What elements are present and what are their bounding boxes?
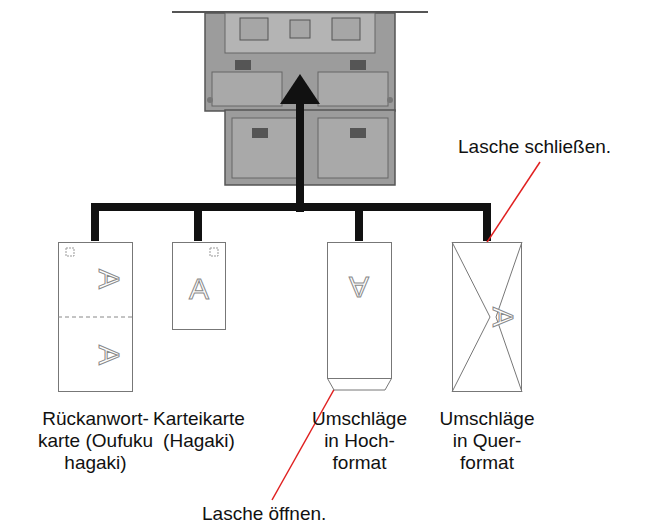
media-card: Karteikarte (Hagaki)A bbox=[172, 242, 226, 330]
callout-note: Lasche öffnen. bbox=[200, 503, 328, 525]
feed-arrow bbox=[91, 74, 491, 241]
media-card: Umschläge in Hoch-formatA bbox=[327, 242, 392, 390]
media-caption: Umschläge in Quer-format bbox=[433, 408, 541, 474]
media-caption: Karteikarte (Hagaki) bbox=[139, 408, 259, 452]
print-glyph: A bbox=[184, 274, 214, 304]
callout-note: Lasche schließen. bbox=[456, 136, 613, 158]
media-caption: Umschläge in Hoch-format bbox=[306, 408, 414, 474]
card-outline bbox=[58, 242, 133, 392]
card-outline bbox=[327, 242, 392, 390]
print-glyph: A bbox=[344, 272, 374, 302]
media-card: Rückanwort-karte (Oufuku hagaki)AA bbox=[58, 242, 133, 392]
print-glyph: A bbox=[488, 302, 518, 332]
media-caption: Rückanwort-karte (Oufuku hagaki) bbox=[30, 408, 162, 474]
media-card: Umschläge in Quer-formatA bbox=[452, 242, 522, 392]
print-glyph: A bbox=[94, 340, 124, 370]
print-glyph: A bbox=[94, 264, 124, 294]
